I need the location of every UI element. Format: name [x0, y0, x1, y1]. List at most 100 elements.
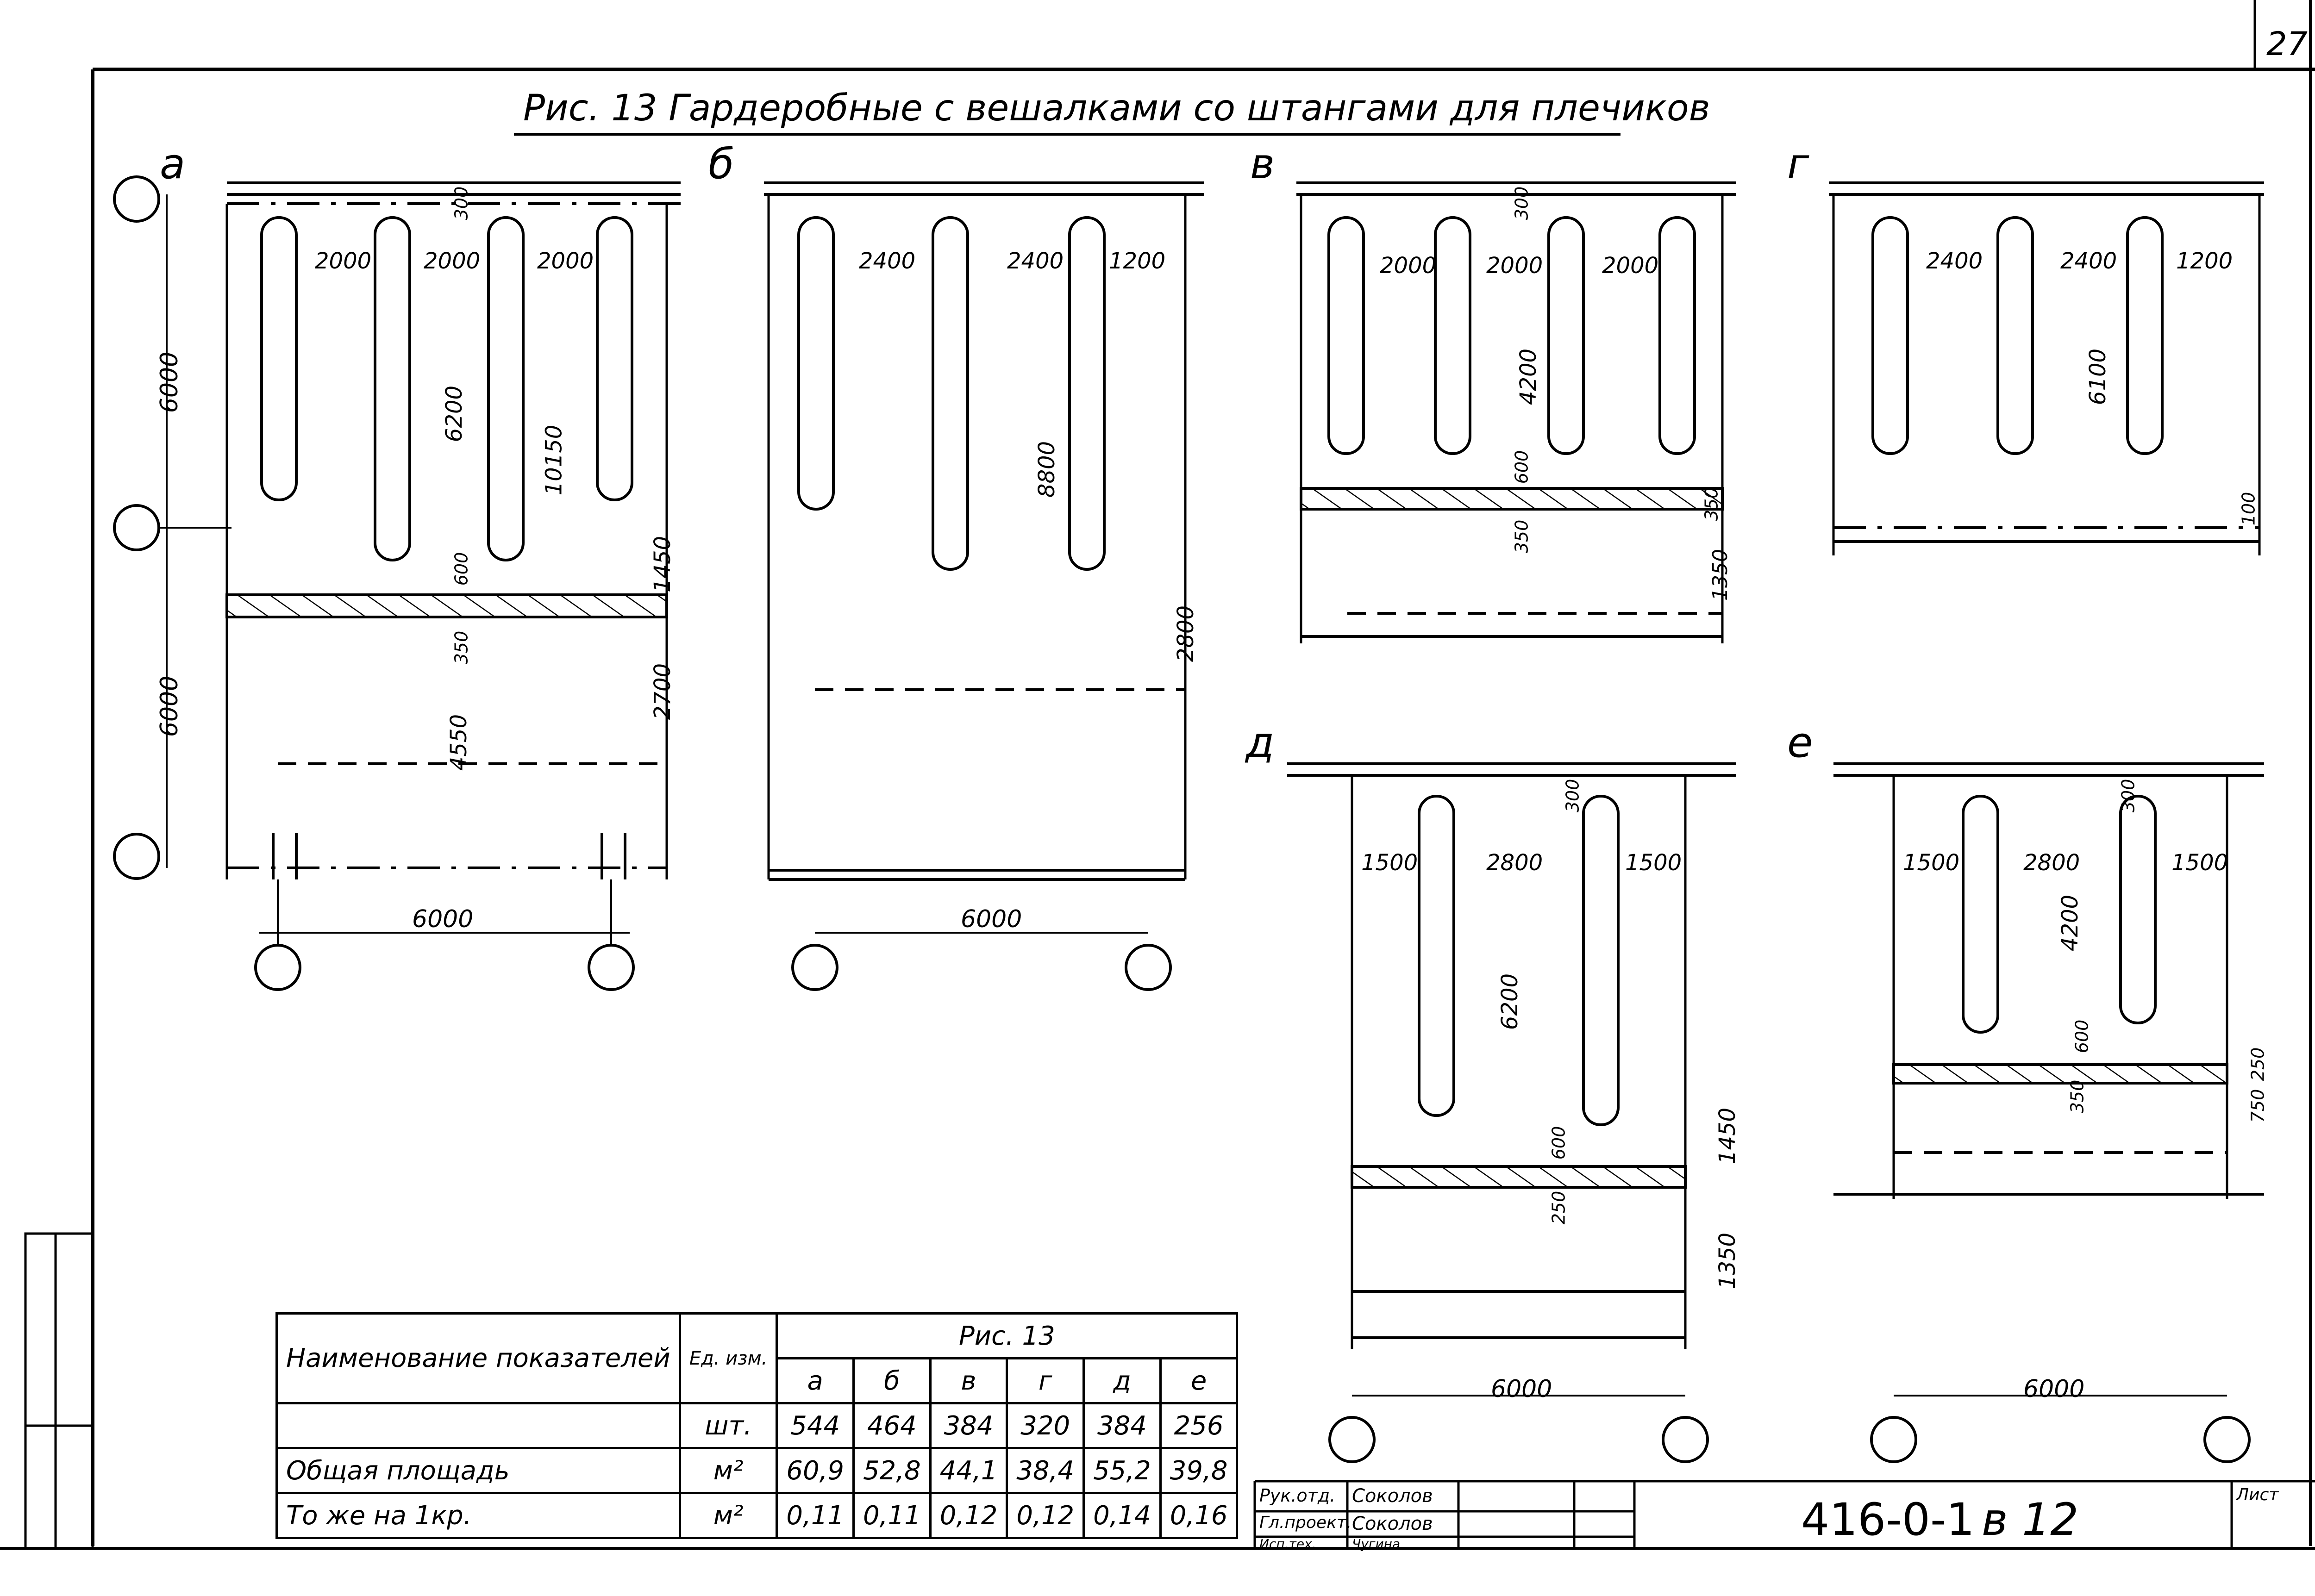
- header-name: Наименование показателей: [275, 1312, 681, 1404]
- table-row: То же на 1кр. м² 0,11 0,11 0,12 0,12 0,1…: [275, 1492, 1239, 1539]
- dim-d-1: 1500: [1361, 850, 1418, 876]
- document-issue: в 12: [1982, 1494, 2079, 1546]
- dim-a-5: 6200: [441, 385, 468, 443]
- title-block-role-1: Рук.отд.: [1259, 1485, 1336, 1506]
- dim-e-3: 1500: [2171, 850, 2228, 876]
- dim-v-1: 2000: [1380, 253, 1437, 279]
- row-name: То же на 1кр.: [275, 1492, 681, 1539]
- dim-b-5: 2800: [1173, 605, 1199, 662]
- dim-b-2: 2400: [1007, 248, 1064, 274]
- dim-a-14: 6000: [412, 905, 474, 933]
- cell: 52,8: [852, 1447, 932, 1494]
- cell: 0,16: [1159, 1492, 1239, 1539]
- row-unit: м²: [678, 1447, 778, 1494]
- dim-d-7: 250: [1548, 1191, 1569, 1225]
- cell: 544: [776, 1402, 855, 1449]
- cell: 384: [1082, 1402, 1162, 1449]
- title-block-frame: [0, 1480, 2315, 1550]
- table-columns-row: а б в г д е: [277, 1357, 1239, 1404]
- dim-d-9: 1350: [1714, 1232, 1741, 1290]
- row-unit: м²: [678, 1492, 778, 1539]
- dim-a-13: 6000: [156, 675, 184, 737]
- dim-a-12: 6000: [156, 351, 184, 413]
- dim-a-7: 1450: [650, 536, 676, 593]
- dim-e-1: 1500: [1903, 850, 1960, 876]
- axis-bubbles-e: [1870, 1416, 2251, 1463]
- dim-b-6: 6000: [961, 905, 1022, 933]
- axis-bubbles-d: [1328, 1416, 1709, 1463]
- title-block-name-2: Соколов: [1352, 1513, 1433, 1534]
- cell: 464: [852, 1402, 932, 1449]
- variant-letter-v: в: [1250, 140, 1275, 188]
- dim-v-5: 4200: [1515, 348, 1542, 405]
- title-block-role-2: Гл.проект.: [1259, 1513, 1352, 1532]
- dim-d-6: 600: [1548, 1126, 1569, 1160]
- dim-v-6: 600: [1511, 450, 1532, 484]
- row-name: Общая площадь: [275, 1447, 681, 1494]
- dim-v-2: 2000: [1486, 253, 1543, 279]
- dim-d-2: 2800: [1486, 850, 1543, 876]
- dim-e-2: 2800: [2023, 850, 2080, 876]
- sheet-label: Лист: [2236, 1485, 2279, 1504]
- document-code: 416-0-1: [1801, 1494, 1975, 1546]
- dim-v-7: 350: [1511, 519, 1532, 554]
- dim-a-6: 10150: [541, 424, 567, 496]
- cell: 320: [1006, 1402, 1085, 1449]
- dim-e-9: 250: [2247, 1047, 2268, 1081]
- plan-variant-g: [1829, 181, 2264, 555]
- variant-letter-g: г: [1787, 140, 1809, 188]
- dim-b-1: 2400: [859, 248, 916, 274]
- dim-a-8: 600: [451, 552, 472, 586]
- dim-e-7: 350: [2067, 1079, 2088, 1114]
- indicators-table: Наименование показателей Ед. изм. Рис. 1…: [275, 1312, 1239, 1539]
- title-block-name-1: Соколов: [1352, 1485, 1433, 1507]
- dim-a-3: 2000: [537, 248, 594, 274]
- plan-variant-a: [157, 181, 681, 944]
- plan-variant-d: [1287, 762, 1736, 1396]
- dim-e-6: 600: [2071, 1019, 2092, 1054]
- cell: 44,1: [929, 1447, 1008, 1494]
- table-row: шт. 544 464 384 320 384 256: [275, 1402, 1239, 1449]
- dim-a-1: 2000: [315, 248, 372, 274]
- col-d: д: [1082, 1357, 1162, 1404]
- dim-e-4: 300: [2118, 779, 2139, 813]
- dim-v-3: 2000: [1602, 253, 1659, 279]
- dim-a-11: 2700: [650, 663, 676, 720]
- dim-g-3: 1200: [2176, 248, 2233, 274]
- table-row: Общая площадь м² 60,9 52,8 44,1 38,4 55,…: [275, 1447, 1239, 1494]
- col-e: е: [1159, 1357, 1239, 1404]
- variant-letter-d: д: [1245, 718, 1275, 767]
- title-block-role-3: Исп.тех.: [1259, 1536, 1316, 1552]
- plan-variant-e: [1833, 762, 2264, 1396]
- axis-bubbles-a: [113, 175, 635, 991]
- dim-e-8: 750: [2247, 1089, 2268, 1123]
- row-unit: шт.: [678, 1402, 778, 1449]
- page-number: 27: [2266, 25, 2308, 63]
- dim-a-4: 300: [451, 186, 472, 220]
- cell: 0,12: [1006, 1492, 1085, 1539]
- header-group: Рис. 13: [776, 1312, 1239, 1359]
- dim-v-8: 350: [1701, 487, 1722, 521]
- cell: 38,4: [1006, 1447, 1085, 1494]
- cell: 0,11: [852, 1492, 932, 1539]
- dim-d-3: 1500: [1625, 850, 1682, 876]
- cell: 55,2: [1082, 1447, 1162, 1494]
- dim-b-3: 1200: [1109, 248, 1166, 274]
- col-v: в: [929, 1357, 1008, 1404]
- cell: 256: [1159, 1402, 1239, 1449]
- dim-d-8: 1450: [1714, 1107, 1741, 1165]
- header-unit: Ед. изм.: [678, 1312, 778, 1404]
- dim-v-4: 300: [1511, 186, 1532, 220]
- col-g: г: [1006, 1357, 1085, 1404]
- plan-variant-v: [1296, 181, 1736, 643]
- dim-a-10: 4550: [446, 714, 472, 771]
- variant-letter-e: е: [1787, 718, 1813, 767]
- dim-v-9: 1350: [1708, 549, 1732, 601]
- figure-title: Рис. 13 Гардеробные с вешалками со штанг…: [523, 87, 1710, 129]
- col-a: а: [776, 1357, 855, 1404]
- dim-b-4: 8800: [1034, 441, 1060, 498]
- axis-bubbles-b: [791, 944, 1172, 991]
- title-block-name-3: Чугина: [1352, 1536, 1401, 1552]
- dim-d-4: 300: [1562, 779, 1583, 813]
